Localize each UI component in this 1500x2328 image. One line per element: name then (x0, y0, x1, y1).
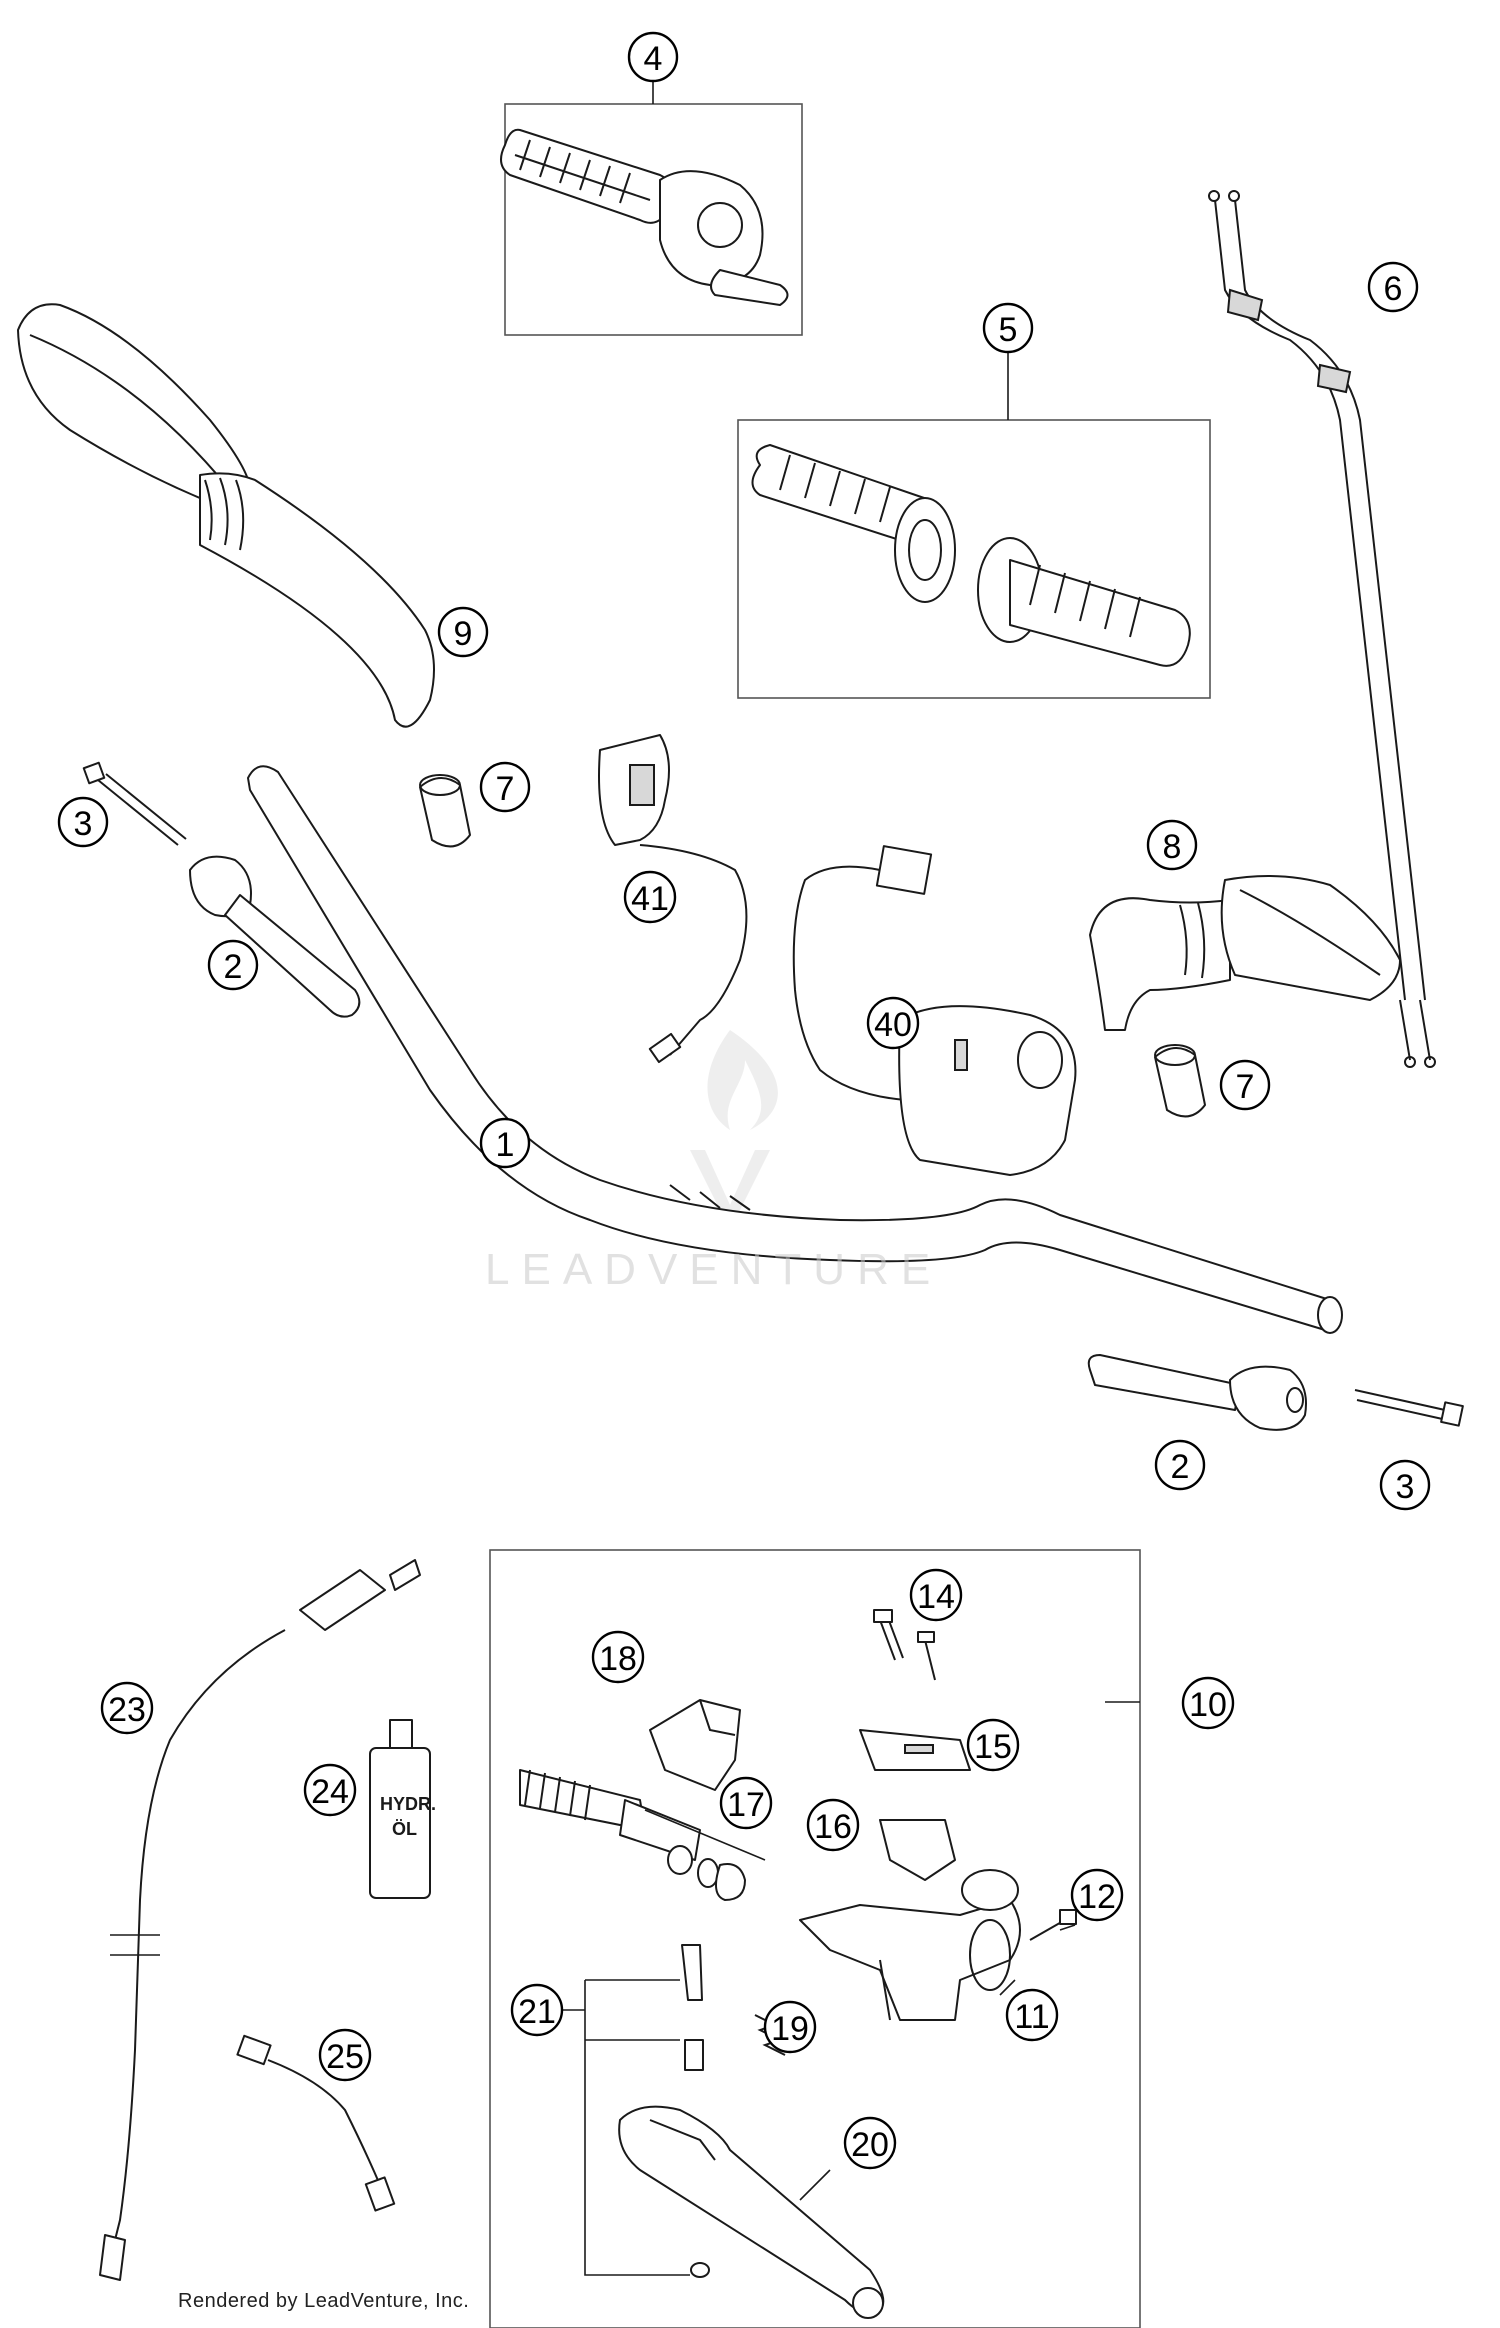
callout-15: 15 (966, 1718, 1020, 1772)
callout-23: 23 (100, 1681, 154, 1735)
grip-set (737, 419, 1211, 699)
svg-text:14: 14 (917, 1578, 955, 1616)
svg-text:40: 40 (874, 1006, 912, 1044)
brake-line (99, 1559, 421, 2281)
svg-text:10: 10 (1189, 1686, 1227, 1724)
svg-text:8: 8 (1163, 828, 1182, 866)
bottle-label-line2: ÖL (392, 1819, 417, 1839)
callout-19: 19 (763, 2000, 817, 2054)
bar-insert-left (189, 855, 361, 1018)
callout-11: 11 (1005, 1988, 1059, 2042)
hydraulic-oil-bottle: HYDR. ÖL (369, 1719, 436, 1899)
callout-1: 1 (479, 1117, 531, 1169)
callout-2-left: 2 (207, 939, 259, 991)
callout-2-right: 2 (1154, 1439, 1206, 1491)
svg-text:23: 23 (108, 1691, 146, 1729)
svg-text:2: 2 (1171, 1448, 1190, 1486)
svg-text:9: 9 (454, 615, 473, 653)
svg-text:4: 4 (644, 40, 663, 78)
bar-end-weight-left (419, 774, 471, 848)
callout-3-left: 3 (57, 796, 109, 848)
svg-text:1: 1 (496, 1126, 515, 1164)
left-mirror (17, 303, 435, 728)
svg-text:7: 7 (496, 770, 515, 808)
svg-text:15: 15 (974, 1728, 1012, 1766)
callout-3-right: 3 (1379, 1459, 1431, 1511)
bar-insert-right (1087, 1354, 1307, 1431)
bolt-right (1354, 1389, 1464, 1427)
svg-text:24: 24 (311, 1773, 349, 1811)
callout-9: 9 (437, 606, 489, 658)
svg-text:11: 11 (1014, 1998, 1049, 2036)
leader-lines (560, 78, 1140, 2201)
bar-end-weight-right (1154, 1044, 1206, 1118)
bottle-label-line1: HYDR. (380, 1794, 436, 1814)
svg-text:18: 18 (599, 1640, 637, 1678)
callout-16: 16 (806, 1798, 860, 1852)
brake-light-switch (236, 2034, 396, 2212)
svg-text:5: 5 (999, 311, 1018, 349)
svg-text:16: 16 (814, 1808, 852, 1846)
svg-text:20: 20 (851, 2126, 889, 2164)
svg-text:3: 3 (1396, 1468, 1415, 1506)
callout-20: 20 (843, 2116, 897, 2170)
throttle-grip-assembly (500, 103, 803, 336)
bolt-left (82, 761, 187, 846)
svg-text:41: 41 (631, 880, 669, 918)
callout-40: 40 (866, 996, 920, 1050)
callout-5: 5 (982, 302, 1034, 354)
throttle-cables (1208, 190, 1436, 1068)
brake-master-cylinder-assembly (489, 1549, 1141, 2328)
svg-text:6: 6 (1384, 270, 1403, 308)
callout-7-right: 7 (1219, 1059, 1271, 1111)
callout-4: 4 (627, 31, 679, 83)
callout-12: 12 (1070, 1868, 1124, 1922)
svg-text:21: 21 (518, 1993, 556, 2031)
callout-17: 17 (719, 1776, 773, 1830)
svg-text:25: 25 (326, 2038, 364, 2076)
light-switch-harness (792, 845, 1077, 1176)
callout-14: 14 (909, 1568, 963, 1622)
svg-text:7: 7 (1236, 1068, 1255, 1106)
watermark-logo (690, 1030, 778, 1230)
svg-text:12: 12 (1078, 1878, 1116, 1916)
handlebar (247, 765, 1343, 1334)
svg-text:2: 2 (224, 948, 243, 986)
svg-text:17: 17 (727, 1786, 765, 1824)
callout-41: 41 (623, 870, 677, 924)
render-credit: Rendered by LeadVenture, Inc. (178, 2290, 470, 2312)
callout-8: 8 (1146, 819, 1198, 871)
callout-7-left: 7 (479, 761, 531, 813)
svg-text:3: 3 (74, 805, 93, 843)
right-mirror (1089, 875, 1401, 1031)
kill-switch-harness (598, 734, 748, 1064)
callout-21: 21 (510, 1983, 564, 2037)
svg-text:19: 19 (771, 2010, 809, 2048)
callout-25: 25 (318, 2028, 372, 2082)
callout-6: 6 (1367, 261, 1419, 313)
watermark-text: LEADVENTURE (485, 1245, 943, 1294)
callout-18: 18 (591, 1630, 645, 1684)
callout-24: 24 (303, 1763, 357, 1817)
callout-10: 10 (1181, 1676, 1235, 1730)
